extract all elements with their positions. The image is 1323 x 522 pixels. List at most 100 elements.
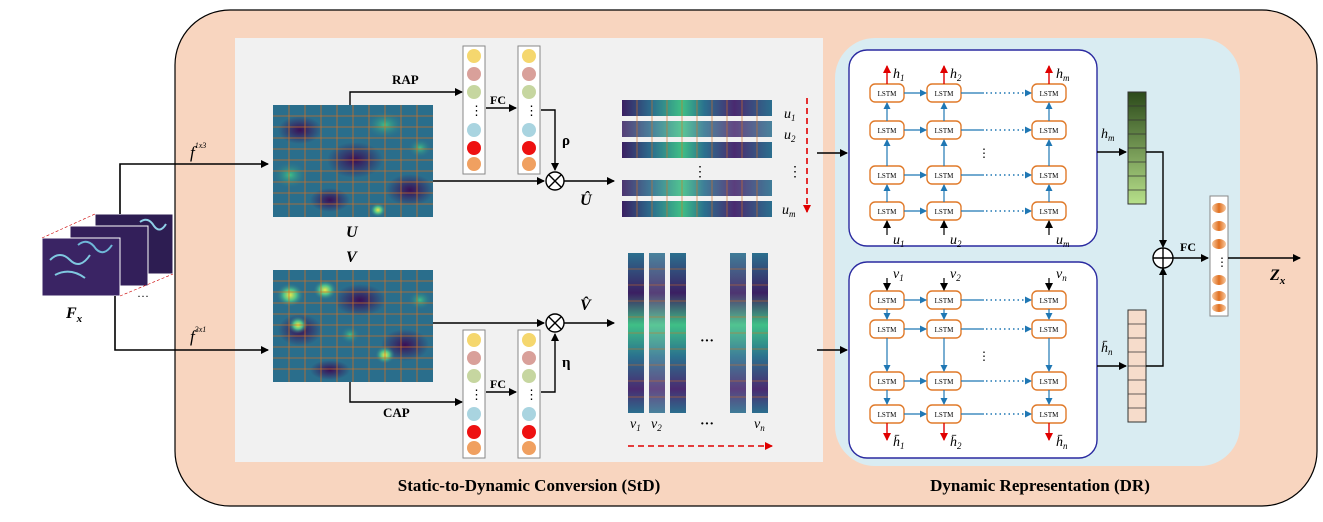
svg-text:LSTM: LSTM [878,411,897,419]
v-hat-label: V̂ [580,295,592,314]
input-feature-stack: ··· [41,213,174,303]
fc-final-label: FC [1180,240,1196,254]
lstm-cell: LSTM [869,371,905,391]
hn-vector [1127,309,1147,423]
hm-vector [1127,91,1147,205]
lstm-cell: LSTM [926,201,962,221]
std-title: Static-to-Dynamic Conversion (StD) [398,476,661,495]
svg-text:⋮: ⋮ [1216,255,1228,269]
rap-label: RAP [392,72,419,87]
lstm-cell: LSTM [1031,83,1067,103]
hm-label: hm [1056,67,1070,83]
cap-arrow [349,382,463,406]
vn-label: vn [754,417,765,433]
rap-arrow [349,88,463,105]
dr-title: Dynamic Representation (DR) [930,476,1150,495]
mult-top [545,171,565,191]
lstm-cell: LSTM [926,404,962,424]
h1-label: h1 [893,67,905,83]
rap-vector: ⋮ [462,45,486,175]
lstm-cell: LSTM [869,165,905,185]
grid-v2-label: v2 [950,267,961,283]
fc-bottom-label: FC [490,377,506,391]
svg-text:LSTM: LSTM [878,127,897,135]
svg-text:⋮: ⋮ [693,165,707,180]
mult-bottom [545,313,565,333]
svg-text:⋮: ⋮ [470,387,483,402]
u2-label: u2 [784,128,796,144]
cap-label: CAP [383,405,410,420]
input-label: Fx [65,305,83,325]
svg-text:LSTM: LSTM [878,378,897,386]
lstm-cell: LSTM [869,290,905,310]
lstm-cell: LSTM [1031,120,1067,140]
lstm-cell: LSTM [1031,290,1067,310]
svg-text:⋮: ⋮ [525,387,538,402]
v2-label: v2 [651,417,662,433]
hn-to-sum-arrow [1146,267,1167,367]
v1-label: v1 [630,417,641,433]
svg-text:LSTM: LSTM [1040,326,1059,334]
rho-label: ρ [562,133,570,149]
lstm-cell: LSTM [926,290,962,310]
hm-to-sum-arrow [1146,151,1167,248]
svg-text:LSTM: LSTM [935,208,954,216]
lstm-cell: LSTM [926,319,962,339]
hn-side-label: h̄n [1101,340,1113,357]
lstm-cell: LSTM [869,404,905,424]
rho-arrow [541,109,559,171]
v-ellipsis: ··· [700,417,714,432]
svg-text:LSTM: LSTM [935,378,954,386]
svg-text:LSTM: LSTM [935,326,954,334]
svg-text:LSTM: LSTM [935,90,954,98]
lstm-cell: LSTM [1031,319,1067,339]
grid-vn-label: vn [1056,267,1067,283]
u1-label: u1 [784,107,796,123]
v-hat-stripes: ··· [628,253,768,413]
fc-top-label: FC [490,93,506,107]
u-vdots: ⋮ [788,165,802,180]
svg-text:LSTM: LSTM [1040,127,1059,135]
svg-text:LSTM: LSTM [1040,172,1059,180]
svg-text:LSTM: LSTM [1040,297,1059,305]
svg-text:⋮: ⋮ [470,103,483,118]
lstm-cell: LSTM [869,201,905,221]
lstm-cell: LSTM [926,371,962,391]
um-label: um [782,203,796,219]
lstm-cell: LSTM [1031,165,1067,185]
lstm-grid-top: LSTM LSTM LSTM LSTM LSTM LSTM LSTM LSTM LSTM LSTM… [869,65,1067,235]
branch-arrow-row [119,160,269,214]
concat-op [1152,247,1174,269]
svg-text:LSTM: LSTM [878,326,897,334]
hbar1-label: h̄1 [893,434,905,451]
svg-text:LSTM: LSTM [1040,208,1059,216]
lstm-cell: LSTM [869,83,905,103]
v-feature-map [273,270,433,382]
lstm-cell: LSTM [1031,404,1067,424]
svg-text:LSTM: LSTM [935,127,954,135]
hbarn-label: h̄n [1056,434,1068,451]
lstm-cell: LSTM [869,120,905,140]
f-row-label: f1x3 [190,141,206,162]
svg-text:⋮: ⋮ [978,146,990,160]
grid-u1-label: u1 [893,233,905,249]
u-feature-map [272,105,434,217]
u-hat-stripes: ⋮ [622,100,772,217]
svg-text:LSTM: LSTM [878,297,897,305]
lstm-cell: LSTM [926,83,962,103]
hm-side-label: hm [1101,127,1115,143]
fc-final-vector: ⋮ [1209,195,1229,317]
v-label: V [346,249,358,266]
zx-label: Zx [1269,267,1286,287]
svg-text:···: ··· [700,334,714,349]
lstm-cell: LSTM [1031,371,1067,391]
lstm-grid-bottom: LSTM LSTM LSTM LSTM LSTM LSTM LSTM LSTM LSTM LSTM… [869,278,1067,441]
svg-text:LSTM: LSTM [878,90,897,98]
h2-label: h2 [950,67,962,83]
grid-um-label: um [1056,233,1070,249]
svg-text:⋮: ⋮ [978,349,990,363]
lstm-cell: LSTM [1031,201,1067,221]
eta-arrow [541,333,559,393]
svg-text:LSTM: LSTM [935,172,954,180]
